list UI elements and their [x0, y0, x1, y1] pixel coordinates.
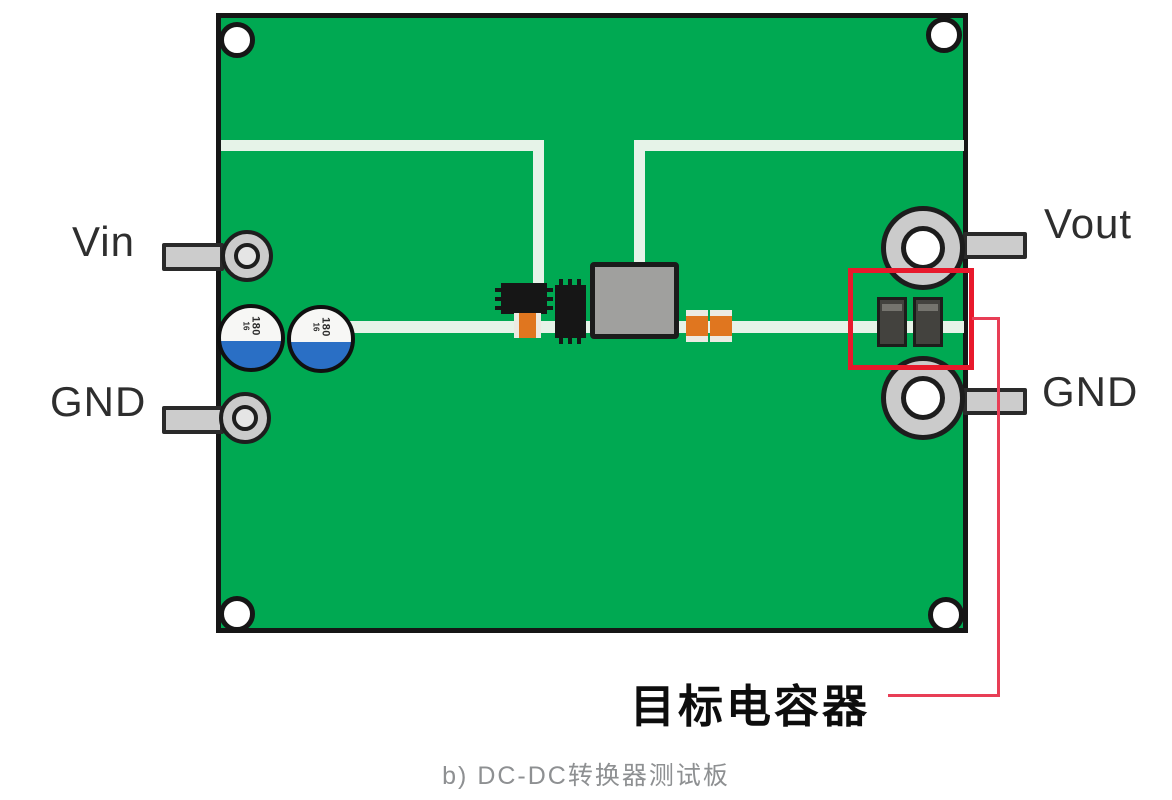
pad-hole — [234, 243, 260, 269]
mounting-hole-top-left — [219, 22, 255, 58]
capacitor-marking: 180 16 — [311, 317, 332, 337]
smd-capacitor-mid-1 — [686, 310, 708, 342]
gnd-right-label: GND — [1042, 368, 1139, 415]
ic-pin — [495, 306, 501, 310]
gnd-left-terminal-tab — [162, 406, 224, 434]
vin-terminal-tab — [162, 243, 224, 271]
ic-chip-small — [495, 283, 553, 314]
pad-hole — [901, 226, 945, 270]
annotation-line-horizontal-bottom — [888, 694, 1000, 697]
ic-pin — [495, 288, 501, 292]
electrolytic-capacitor-1: 180 16 — [217, 304, 285, 372]
capacitor-terminal-stripe — [918, 304, 938, 311]
mounting-hole-bottom-right — [928, 597, 964, 633]
mounting-hole-top-right — [926, 17, 962, 53]
ic-pin — [577, 279, 581, 285]
smd-capacitor-input — [514, 313, 541, 338]
ic-pin — [568, 279, 572, 285]
target-capacitor-1 — [877, 297, 907, 347]
trace-top-right-vertical — [634, 140, 645, 265]
vin-terminal-pad — [221, 230, 273, 282]
trace-top-left-vertical — [533, 140, 544, 288]
vout-label: Vout — [1044, 200, 1133, 247]
gnd-left-terminal-pad — [219, 392, 271, 444]
smd-capacitor-mid-2 — [710, 310, 732, 342]
vin-label: Vin — [72, 218, 135, 265]
ic-pin — [568, 338, 572, 344]
pad-hole — [901, 376, 945, 420]
ic-pin — [547, 297, 553, 301]
electrolytic-capacitor-2: 180 16 — [287, 305, 355, 373]
gnd-right-terminal-tab — [963, 388, 1027, 415]
trace-top-left-horizontal — [221, 140, 544, 151]
gnd-left-label: GND — [50, 378, 147, 425]
gnd-right-terminal-pad — [881, 356, 965, 440]
ic-chip-tall — [555, 279, 586, 344]
vout-terminal-tab — [963, 232, 1027, 259]
ic-pin — [559, 279, 563, 285]
mounting-hole-bottom-left — [219, 596, 255, 632]
annotation-line-horizontal-top — [972, 317, 1000, 320]
vout-terminal-pad — [881, 206, 965, 290]
ic-pin — [559, 338, 563, 344]
trace-top-right-horizontal — [634, 140, 964, 151]
target-capacitor-label: 目标电容器 — [630, 681, 871, 732]
ic-pin — [547, 288, 553, 292]
capacitor-terminal-stripe — [882, 304, 902, 311]
ic-pin — [547, 306, 553, 310]
ic-pin — [495, 297, 501, 301]
annotation-line-vertical — [997, 317, 1000, 697]
figure-caption: b) DC-DC转换器测试板 — [442, 762, 730, 790]
target-capacitor-2 — [913, 297, 943, 347]
highlight-box — [848, 268, 974, 370]
capacitor-marking: 180 16 — [241, 316, 262, 336]
pad-hole — [232, 405, 258, 431]
ic-pin — [577, 338, 581, 344]
inductor — [590, 262, 679, 339]
